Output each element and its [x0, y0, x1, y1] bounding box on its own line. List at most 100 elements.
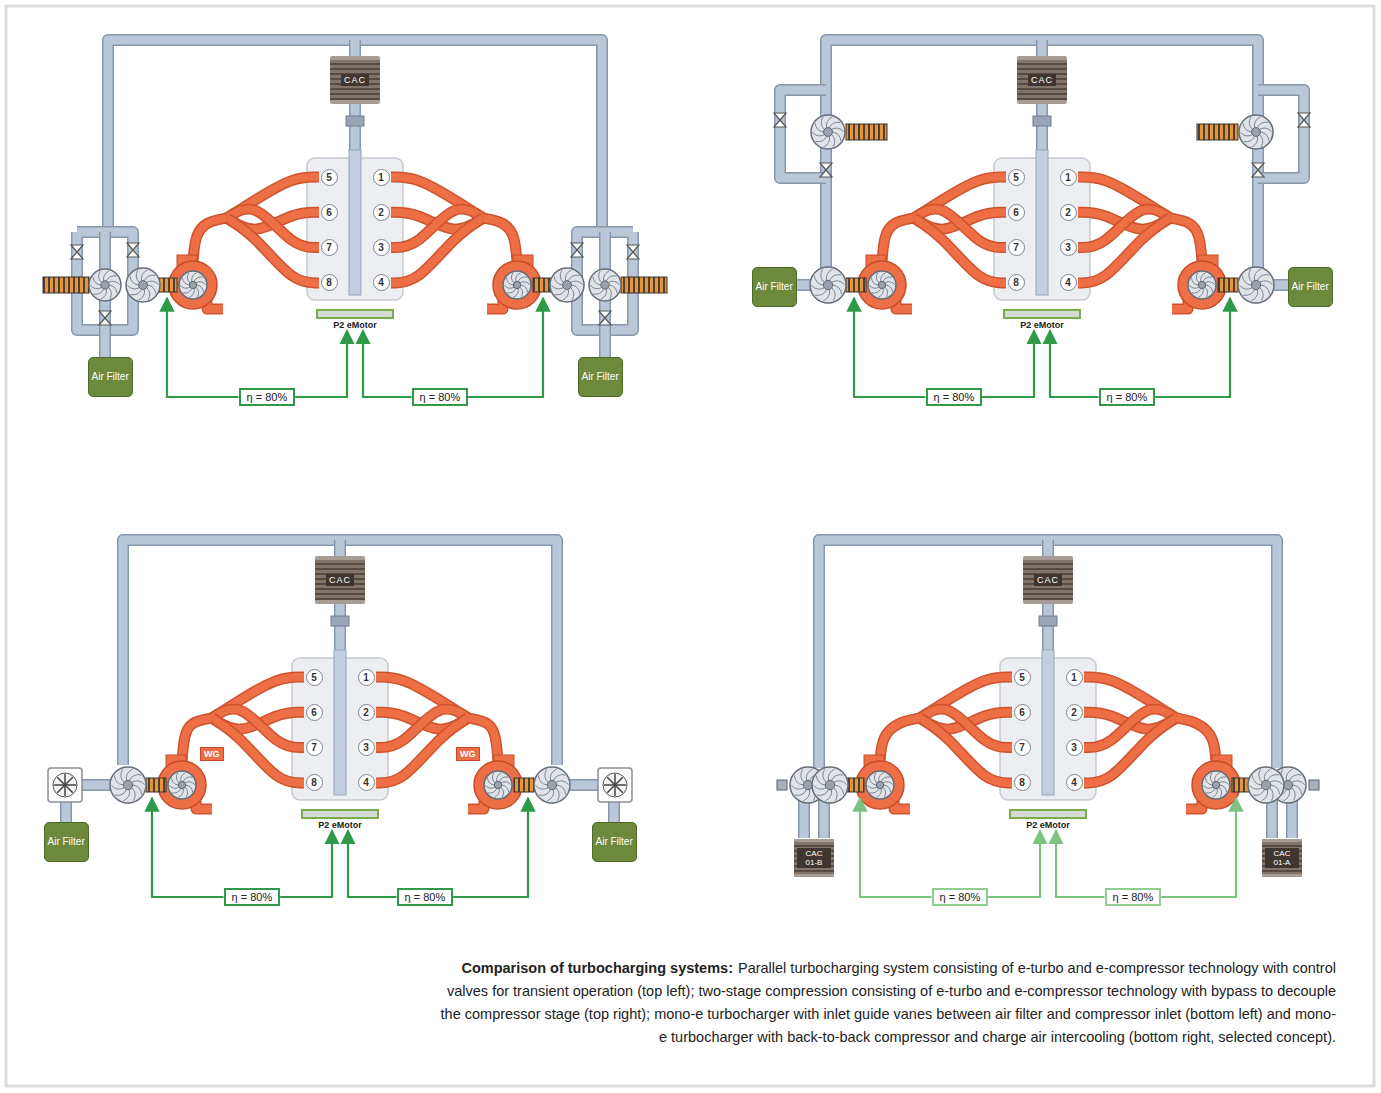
- engine-schematic: [590, 285, 601, 288]
- node-label: 7: [311, 742, 317, 753]
- engine-schematic: [1239, 115, 1273, 149]
- charge-air-cooler: CAC 01-B: [794, 839, 834, 877]
- engine-schematic: [817, 790, 829, 796]
- engine-schematic: [615, 784, 626, 786]
- engine-schematic: [563, 290, 569, 300]
- engine-schematic: [1254, 269, 1260, 280]
- cylinder-number: 2: [358, 704, 375, 721]
- engine-schematic: [867, 785, 877, 788]
- power-arrow: [860, 798, 932, 897]
- node-label: 1: [363, 672, 369, 683]
- engine-schematic: [1240, 132, 1252, 136]
- engine-schematic: [147, 281, 159, 285]
- engine-schematic: [777, 540, 1319, 838]
- node-label: 4: [378, 277, 384, 288]
- node-label: CAC: [1034, 574, 1062, 586]
- emotor-box: P2 eMotor: [1009, 809, 1087, 830]
- engine-schematic: [832, 281, 844, 285]
- engine-schematic: [621, 277, 667, 293]
- engine-schematic: [1292, 781, 1304, 785]
- engine-schematic: [1217, 777, 1226, 781]
- engine-schematic: [1293, 785, 1302, 794]
- engine-schematic: [141, 270, 147, 280]
- node-label: 1: [1065, 172, 1071, 183]
- engine-schematic: [554, 276, 562, 285]
- engine-schematic: [1249, 785, 1261, 789]
- engine-schematic: [823, 769, 826, 782]
- engine-schematic: [101, 289, 107, 299]
- engine-schematic: [54, 784, 65, 786]
- engine-schematic: [823, 290, 829, 301]
- engine-schematic: [169, 785, 179, 788]
- engine-schematic: [130, 276, 138, 285]
- engine-schematic: [492, 773, 494, 783]
- cylinder-number: 5: [306, 669, 323, 686]
- engine-schematic: [483, 218, 517, 262]
- engine-schematic: [881, 273, 886, 282]
- engine-schematic: [1084, 718, 1176, 783]
- engine-schematic: [812, 132, 824, 136]
- engine-schematic: [376, 718, 468, 783]
- engine-schematic: [131, 290, 142, 295]
- engine-schematic: [193, 218, 227, 262]
- emotor-bar: [1009, 809, 1087, 819]
- node-label: η = 80%: [1113, 891, 1154, 903]
- engine-schematic: [64, 785, 66, 796]
- engine-schematic: [189, 289, 194, 298]
- engine-schematic: [820, 163, 832, 177]
- engine-schematic: [1205, 287, 1207, 297]
- engine-schematic: [181, 773, 186, 782]
- engine-schematic: [872, 289, 881, 293]
- engine-schematic: [608, 802, 620, 822]
- engine-schematic: [1249, 117, 1252, 129]
- engine-schematic: [1258, 90, 1304, 178]
- charge-air-cooler: CAC 01-A: [1262, 839, 1302, 877]
- node-label: 4: [1065, 277, 1071, 288]
- engine-schematic: [883, 787, 885, 797]
- cylinder-number: 8: [1008, 274, 1025, 291]
- engine-schematic: [601, 289, 607, 299]
- engine-schematic: [507, 289, 516, 293]
- engine-schematic: [183, 777, 192, 781]
- engine-schematic: [189, 281, 196, 288]
- engine-schematic: [607, 785, 615, 793]
- engine-schematic: [192, 273, 197, 282]
- engine-schematic: [516, 273, 521, 282]
- cylinder-number: 5: [1014, 669, 1031, 686]
- node-label: 7: [326, 242, 332, 253]
- cylinder-number: 4: [1066, 774, 1083, 791]
- engine-schematic: [879, 773, 884, 782]
- cylinder-number: 7: [1014, 739, 1031, 756]
- node-label: WG: [204, 749, 220, 759]
- efficiency-box: η = 80%: [397, 888, 454, 906]
- engine-schematic: [826, 117, 832, 127]
- engine-schematic: [539, 790, 551, 796]
- engine-schematic: [111, 785, 123, 789]
- efficiency-box: η = 80%: [932, 888, 989, 906]
- engine-schematic: [825, 780, 834, 789]
- cylinder-number: 1: [1060, 169, 1077, 186]
- node-label: Air Filter: [1292, 281, 1329, 293]
- engine-schematic: [833, 285, 842, 294]
- air-filter-box: Air Filter: [592, 822, 637, 862]
- engine-schematic: [1253, 790, 1265, 796]
- engine-schematic: [494, 789, 499, 798]
- engine-schematic: [846, 278, 866, 292]
- engine-schematic: [609, 285, 617, 293]
- engine-schematic: [1198, 289, 1203, 298]
- cylinder-number: 7: [306, 739, 323, 756]
- engine-schematic: [89, 269, 121, 301]
- power-arrow: [152, 798, 224, 897]
- node-label: 2: [378, 207, 384, 218]
- engine-schematic: [882, 218, 914, 262]
- emotor-bar: [301, 809, 379, 819]
- engine-schematic: [93, 289, 103, 294]
- engine-schematic: [615, 785, 623, 793]
- engine-schematic: [554, 775, 566, 781]
- engine-schematic: [1042, 650, 1054, 795]
- engine-schematic: [1261, 790, 1267, 801]
- engine-schematic: [148, 285, 156, 294]
- wastegate-box: WG: [456, 747, 480, 761]
- engine-schematic: [1219, 787, 1221, 797]
- engine-schematic: [178, 789, 183, 798]
